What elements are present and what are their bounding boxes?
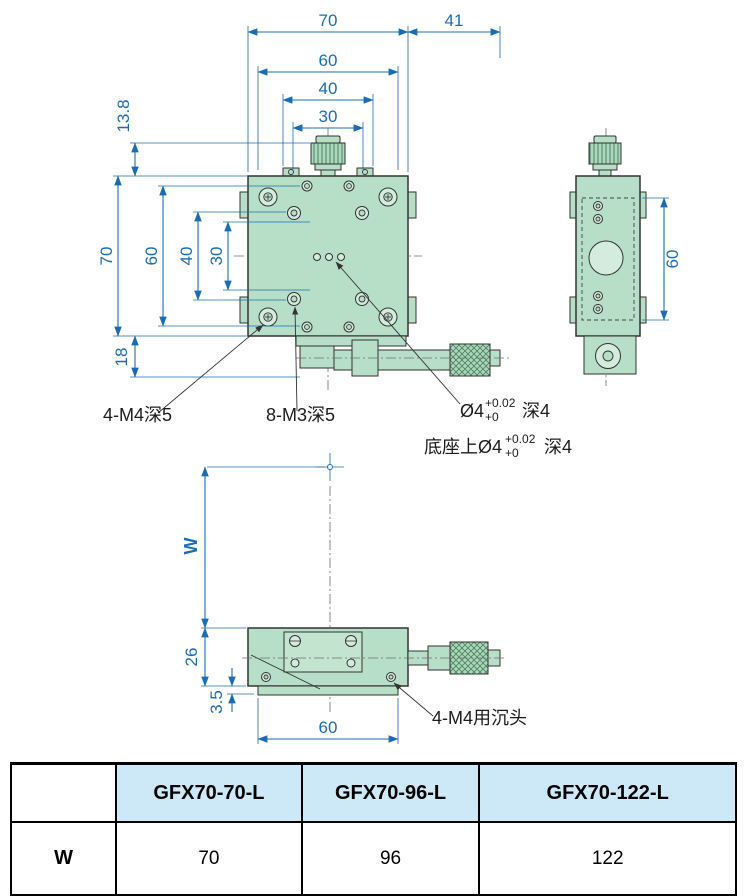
dim-26: 26 — [182, 648, 201, 667]
table-value-2: 96 — [300, 821, 481, 896]
dim-40-left: 40 — [177, 247, 196, 266]
table-row-W: W 70 96 122 — [9, 821, 737, 896]
dimensions-side: 60 — [642, 197, 682, 321]
dim-30-top: 30 — [319, 107, 338, 126]
dim-13-8: 13.8 — [114, 99, 133, 132]
callout-base-tol-upper: +0.02 — [505, 432, 536, 446]
dim-30-left: 30 — [207, 247, 226, 266]
dim-70-left: 70 — [97, 247, 116, 266]
callout-hole-dia: Ø4 — [460, 401, 484, 421]
dim-60-left: 60 — [142, 247, 161, 266]
callout-hole-depth: 深4 — [522, 401, 550, 421]
front-view — [234, 128, 512, 392]
callout-hole-tol-lower: +0 — [485, 410, 499, 424]
micrometer-assembly-bottom — [242, 641, 506, 675]
dim-18: 18 — [112, 348, 131, 367]
callout-countersink: 4-M4用沉头 — [432, 708, 527, 728]
table-corner-cell — [9, 762, 118, 823]
callouts: 4-M4深5 8-M3深5 Ø4 +0.02 +0 深4 底座上Ø4 +0.02… — [103, 261, 572, 728]
table-header-row: GFX70-70-L GFX70-96-L GFX70-122-L — [9, 762, 737, 823]
callout-8m3: 8-M3深5 — [266, 405, 335, 425]
dimensions-top: 70 41 60 40 30 — [247, 11, 501, 172]
callout-4m4: 4-M4深5 — [103, 405, 172, 425]
dim-40-top: 40 — [319, 79, 338, 98]
table-header-model-3: GFX70-122-L — [478, 762, 737, 823]
center-pin-holes — [313, 253, 345, 261]
table-row-label: W — [9, 821, 118, 896]
dim-70-top: 70 — [319, 11, 338, 30]
table-header-model-1: GFX70-70-L — [115, 762, 303, 823]
table-value-1: 70 — [115, 821, 303, 896]
callout-base-tol-lower: +0 — [505, 446, 519, 460]
spec-table: GFX70-70-L GFX70-96-L GFX70-122-L W 70 9… — [9, 762, 737, 896]
counterbore-holes — [258, 187, 398, 327]
micrometer-knob-front — [310, 135, 346, 177]
bottom-view — [242, 453, 506, 714]
side-view — [569, 128, 647, 386]
table-value-3: 122 — [478, 821, 737, 896]
dim-41: 41 — [445, 11, 464, 30]
dim-60-side: 60 — [663, 250, 682, 269]
micrometer-end-side — [583, 335, 637, 375]
technical-drawing: 70 41 60 40 30 13.8 70 60 40 — [97, 11, 682, 744]
dim-3-5: 3.5 — [207, 690, 226, 714]
dimensions-left: 13.8 70 60 40 30 18 — [97, 99, 310, 378]
micrometer-knob-side — [588, 135, 622, 177]
dim-60-top: 60 — [319, 51, 338, 70]
dim-60-bottom: 60 — [319, 718, 338, 737]
dim-W: W — [181, 538, 201, 555]
callout-base-hole: 底座上Ø4 — [424, 437, 502, 457]
callout-base-hole-depth: 深4 — [544, 437, 572, 457]
micrometer-assembly-front — [295, 335, 512, 377]
callout-hole-tol-upper: +0.02 — [485, 396, 516, 410]
table-header-model-2: GFX70-96-L — [300, 762, 481, 823]
dimensions-bottom: W 26 3.5 60 — [181, 466, 399, 744]
